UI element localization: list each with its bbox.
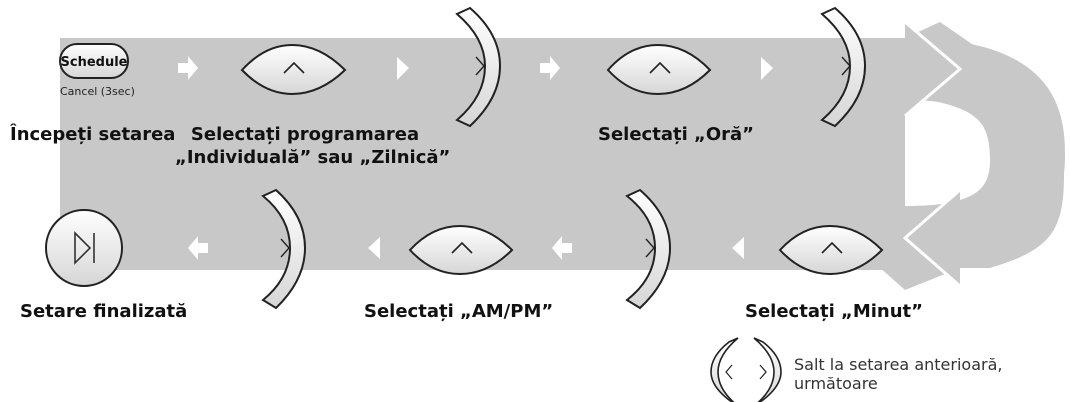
legend-line1: Salt la setarea anterioară, <box>794 355 1003 374</box>
arrow-left-icon <box>552 236 572 260</box>
play-pause-button[interactable] <box>45 209 123 287</box>
chevron-right-icon <box>841 56 851 76</box>
up-button[interactable] <box>240 43 347 96</box>
triangle-right-icon <box>397 57 409 80</box>
step-1-caption: Selectați programarea „Individuală” sau … <box>175 123 451 169</box>
arrow-left-icon <box>188 236 208 260</box>
step-3-caption: Selectați „Minut” <box>745 301 923 322</box>
up-button[interactable] <box>606 43 712 96</box>
triangle-left-icon <box>732 237 744 259</box>
arrowhead-bottom-left <box>905 190 960 286</box>
arrowhead-top-right <box>905 22 960 116</box>
legend-left-button-icon <box>710 337 739 402</box>
chevron-up-icon <box>821 241 843 254</box>
right-button[interactable] <box>625 188 672 310</box>
chevron-right-icon <box>280 238 290 258</box>
schedule-button-label: Schedule <box>61 55 128 70</box>
legend-text: Salt la setarea anterioară, următoare <box>794 355 1002 393</box>
chevron-up-icon <box>283 61 305 74</box>
chevron-up-icon <box>649 61 671 74</box>
chevron-right-icon <box>645 238 655 258</box>
right-button[interactable] <box>261 188 307 310</box>
triangle-left-icon <box>368 237 380 259</box>
arrow-right-icon <box>178 56 198 80</box>
finish-caption: Setare finalizată <box>20 301 188 322</box>
legend-right-button-icon <box>753 337 782 402</box>
step-start-caption: Începeți setarea <box>10 124 176 145</box>
schedule-button[interactable]: Schedule <box>59 43 129 79</box>
right-button[interactable] <box>455 6 502 128</box>
up-button[interactable] <box>778 224 884 276</box>
step-4-caption: Selectați „AM/PM” <box>364 301 554 322</box>
step-2-caption: Selectați „Oră” <box>598 124 754 145</box>
schedule-cancel-hint: Cancel (3sec) <box>60 85 135 98</box>
step-1-caption-line1: Selectați programarea <box>190 124 420 145</box>
chevron-up-icon <box>451 241 473 254</box>
step-1-caption-line2: „Individuală” sau „Zilnică” <box>175 147 451 168</box>
legend-line2: următoare <box>794 374 878 393</box>
right-button[interactable] <box>820 6 867 128</box>
arrow-right-icon <box>540 56 560 80</box>
arrowhead-outline-top <box>904 20 963 118</box>
chevron-right-icon <box>475 56 485 76</box>
triangle-right-icon <box>761 57 773 80</box>
arrowhead-outline-bottom <box>902 188 961 288</box>
up-button[interactable] <box>408 224 514 276</box>
